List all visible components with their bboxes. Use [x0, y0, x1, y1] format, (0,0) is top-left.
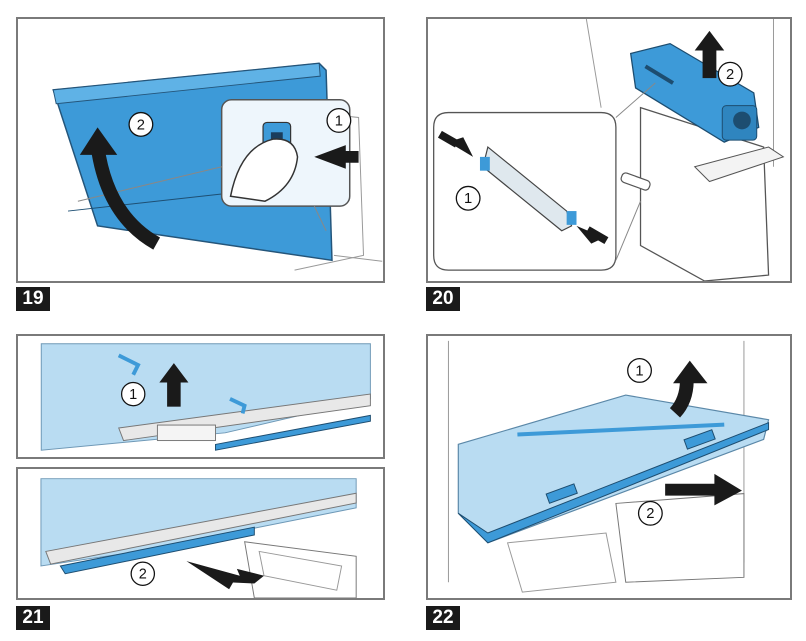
lift-arrow — [669, 380, 694, 418]
figure-21-label: 21 — [16, 606, 50, 630]
figure-19-label: 19 — [16, 287, 50, 311]
push-arrow — [314, 145, 359, 169]
lift-arrow — [159, 363, 189, 383]
figure-22-illustration: 1 2 — [447, 340, 770, 593]
lift-arrow — [90, 146, 161, 250]
callout-1-circle — [455, 185, 481, 211]
callout-1-circle — [627, 358, 652, 383]
figure-21-bottom-illustration: 2 — [40, 478, 357, 598]
shelf-rail — [45, 492, 357, 565]
callout-1: 1 — [335, 113, 343, 129]
shelf-front-edge — [457, 421, 770, 544]
callout-2: 2 — [137, 117, 145, 133]
figure-20-panel: 1 2 — [426, 17, 792, 283]
figure-21-top-panel: 1 — [16, 334, 385, 459]
figure-22-label: 22 — [426, 606, 460, 630]
callout-2: 2 — [726, 67, 734, 83]
figure-21-bottom-panel: 2 — [16, 467, 385, 600]
callout-2-circle — [130, 561, 156, 587]
figure-19-panel: 1 2 — [16, 17, 385, 283]
callout-1-circle — [120, 381, 146, 407]
callout-2-circle — [637, 500, 663, 526]
callout-2: 2 — [646, 506, 654, 522]
figure-19-illustration: 1 2 — [52, 62, 383, 271]
callout-2-circle — [128, 111, 154, 137]
callout-1: 1 — [129, 387, 137, 403]
callout-1: 1 — [464, 191, 472, 207]
up-arrow — [694, 30, 725, 51]
slide-arrow — [186, 561, 265, 590]
figure-20-illustration: 1 2 — [433, 19, 785, 281]
figure-21-top-illustration: 1 — [21, 336, 380, 457]
figure-22-panel: 1 2 — [426, 334, 792, 600]
callout-2: 2 — [139, 567, 147, 583]
finger-shape — [229, 138, 299, 202]
callout-2-circle — [717, 61, 743, 87]
figure-20-label: 20 — [426, 287, 460, 311]
callout-1: 1 — [635, 363, 643, 379]
callout-1-circle — [326, 107, 352, 133]
slide-arrow — [665, 473, 742, 506]
